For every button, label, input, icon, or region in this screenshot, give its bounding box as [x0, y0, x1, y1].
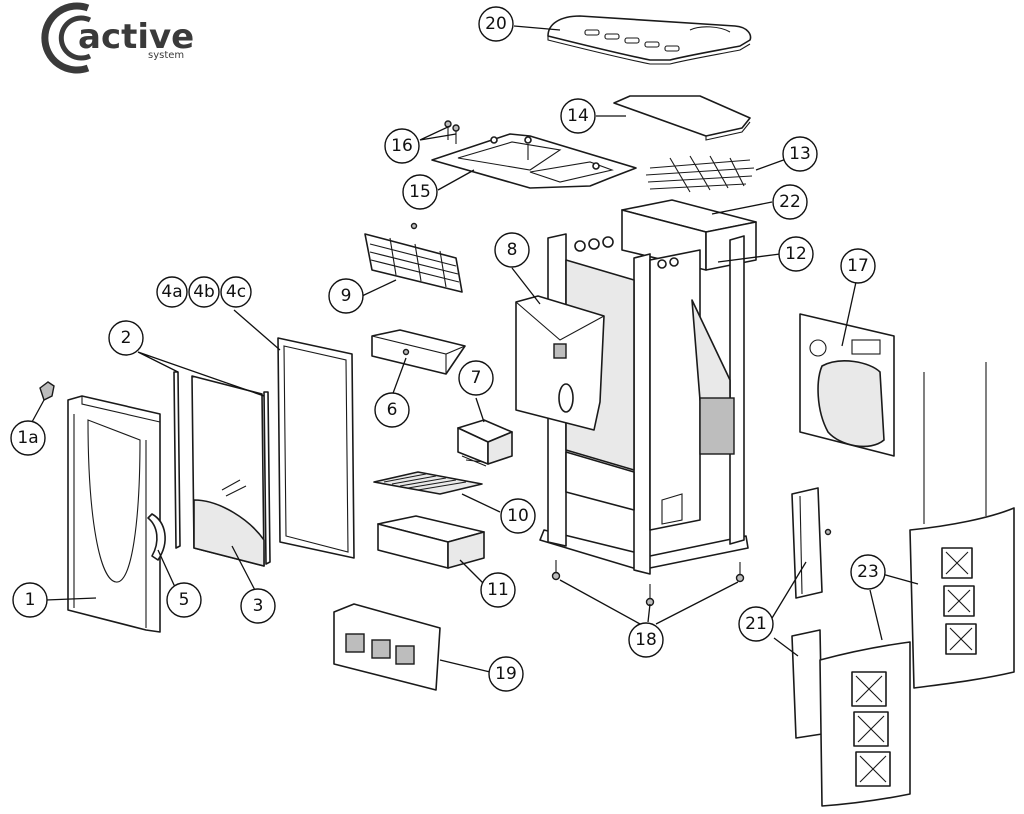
- callout-15: 15: [402, 174, 438, 210]
- callout-17: 17: [840, 248, 876, 284]
- callout-1-label: 1: [25, 590, 36, 610]
- part-door: [67, 395, 166, 633]
- callout-4c-label: 4c: [226, 282, 246, 302]
- callout-13: 13: [782, 136, 818, 172]
- part-stove-body: [515, 199, 757, 575]
- callout-6-label: 6: [387, 400, 398, 420]
- leader-lines: [31, 25, 919, 673]
- callout-1a-label: 1a: [17, 428, 38, 448]
- callout-5: 5: [166, 582, 202, 618]
- part-gasket-strips: [173, 371, 271, 565]
- callout-4b-label: 4b: [193, 282, 215, 302]
- callout-16-label: 16: [391, 136, 413, 156]
- part-control-panel: [333, 603, 441, 691]
- part-side-rails: [791, 487, 832, 739]
- part-latch: [39, 381, 55, 401]
- callout-1a: 1a: [10, 420, 46, 456]
- callout-2: 2: [108, 320, 144, 356]
- callout-9-label: 9: [341, 286, 352, 306]
- callout-7: 7: [458, 360, 494, 396]
- callout-8: 8: [494, 232, 530, 268]
- callout-11-label: 11: [487, 580, 509, 600]
- callout-7-label: 7: [471, 368, 482, 388]
- callout-4b: 4b: [188, 276, 220, 308]
- callout-19: 19: [488, 656, 524, 692]
- callout-19-label: 19: [495, 664, 517, 684]
- callout-23: 23: [850, 554, 886, 590]
- callout-21: 21: [738, 606, 774, 642]
- callout-13-label: 13: [789, 144, 811, 164]
- part-feet: [551, 560, 745, 607]
- callout-11: 11: [480, 572, 516, 608]
- callout-6: 6: [374, 392, 410, 428]
- callout-4a: 4a: [156, 276, 188, 308]
- callout-23-label: 23: [857, 562, 879, 582]
- part-grid: [645, 155, 755, 193]
- part-ash-tray: [377, 515, 485, 569]
- callout-17-label: 17: [847, 256, 869, 276]
- part-gasket-frame: [277, 337, 355, 559]
- callout-18-label: 18: [635, 630, 657, 650]
- callout-10-label: 10: [507, 506, 529, 526]
- callout-4a-label: 4a: [161, 282, 182, 302]
- logo-word: active: [78, 17, 194, 57]
- callout-14: 14: [560, 98, 596, 134]
- part-glass: [191, 375, 265, 567]
- callout-1: 1: [12, 582, 48, 618]
- callout-10: 10: [500, 498, 536, 534]
- callout-15-label: 15: [409, 182, 431, 202]
- callout-3-label: 3: [253, 596, 264, 616]
- callout-12: 12: [778, 236, 814, 272]
- callout-21-label: 21: [745, 614, 767, 634]
- brand-logo: active system: [41, 2, 194, 74]
- callout-22-label: 22: [779, 192, 801, 212]
- callout-14-label: 14: [567, 106, 589, 126]
- callout-9: 9: [328, 278, 364, 314]
- part-top-plate: [547, 15, 752, 65]
- part-front-grille: [364, 222, 463, 293]
- part-top-lid: [613, 95, 751, 141]
- callout-8-label: 8: [507, 240, 518, 260]
- part-side-panels: [819, 362, 1015, 807]
- callout-4c: 4c: [220, 276, 252, 308]
- logo-subtitle: system: [148, 50, 184, 61]
- callout-12-label: 12: [785, 244, 807, 264]
- callout-20: 20: [478, 6, 514, 42]
- callout-22: 22: [772, 184, 808, 220]
- part-bracket: [371, 329, 466, 375]
- part-back-plate: [799, 313, 895, 457]
- callout-16: 16: [384, 128, 420, 164]
- part-grate: [373, 471, 483, 495]
- callout-2-label: 2: [121, 328, 132, 348]
- callout-18: 18: [628, 622, 664, 658]
- callout-20-label: 20: [485, 14, 507, 34]
- part-frame: [431, 120, 637, 189]
- callout-5-label: 5: [179, 590, 190, 610]
- callout-3: 3: [240, 588, 276, 624]
- part-basket: [457, 419, 513, 467]
